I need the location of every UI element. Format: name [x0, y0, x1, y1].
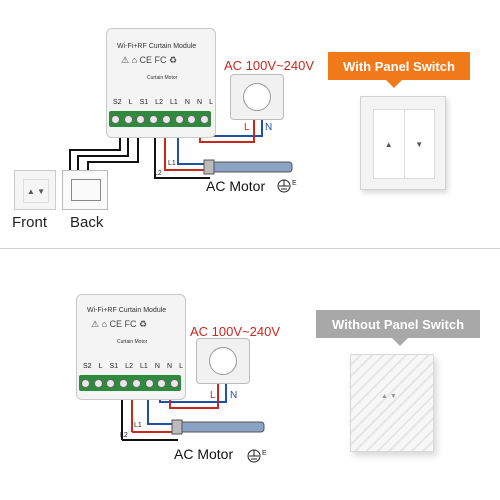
earth-label: E: [262, 450, 267, 457]
wire-l2: [154, 128, 210, 179]
motor-tube-b: [179, 421, 265, 433]
wire-label-l1: L1: [134, 422, 142, 429]
module-symbols: ⚠ ⌂ CE FC ♻: [121, 55, 178, 65]
back-label: Back: [70, 214, 104, 231]
module-sub: Curtain Motor: [117, 339, 148, 345]
power-socket: [196, 338, 250, 384]
top-wiring: [69, 110, 293, 193]
badge-arrow: [392, 338, 408, 346]
bottom-section: Wi-Fi+RF Curtain Module ⚠ ⌂ CE FC ♻ Curt…: [0, 250, 500, 500]
panel-switch: ▲ ▼: [360, 96, 446, 190]
without-panel-switch-badge: Without Panel Switch: [316, 310, 480, 338]
module-symbols: ⚠ ⌂ CE FC ♻: [91, 319, 148, 329]
wire-n-motor: [177, 128, 210, 165]
wire-label-l1: L1: [168, 160, 176, 167]
wire-n-motor-b: [147, 390, 178, 425]
switch-arrows: ▲ ▼: [381, 393, 397, 400]
curtain-module: Wi-Fi+RF Curtain Module ⚠ ⌂ CE FC ♻ Curt…: [106, 28, 216, 138]
terminal-strip: [109, 111, 211, 127]
module-sub: Curtain Motor: [147, 75, 178, 81]
motor-label: AC Motor: [174, 446, 234, 462]
terminal-labels: S2 L S1 L2 L1 N N L: [113, 99, 213, 106]
earth-icon: [277, 179, 291, 193]
motor-head-b: [171, 419, 183, 435]
wire-label-l: L: [210, 390, 216, 401]
ac-voltage-label: AC 100V~240V: [190, 324, 280, 339]
wire-l1: [164, 128, 210, 171]
earth-label: E: [292, 180, 297, 187]
curtain-module: Wi-Fi+RF Curtain Module ⚠ ⌂ CE FC ♻ Curt…: [76, 294, 186, 400]
terminal-strip: [79, 375, 181, 391]
ac-voltage-label: AC 100V~240V: [224, 58, 314, 73]
earth-icon: [247, 449, 261, 463]
wire-label-l2: L2: [120, 432, 128, 439]
front-switch: ▲ ▼: [14, 170, 56, 210]
power-socket: [230, 74, 284, 120]
wireless-panel-switch: ▲ ▼: [350, 354, 434, 452]
with-panel-switch-badge: With Panel Switch: [328, 52, 470, 80]
module-title: Wi-Fi+RF Curtain Module: [117, 43, 197, 50]
wire-label-l: L: [244, 122, 250, 133]
badge-arrow: [386, 80, 402, 88]
top-section: Wi-Fi+RF Curtain Module ⚠ ⌂ CE FC ♻ Curt…: [0, 0, 500, 248]
motor-tube: [211, 161, 293, 173]
terminal-labels: S2 L S1 L2 L1 N N L: [83, 363, 183, 370]
module-title: Wi-Fi+RF Curtain Module: [87, 307, 167, 314]
wire-label-l2: L2: [154, 170, 162, 177]
back-switch: [62, 170, 108, 210]
front-label: Front: [12, 214, 48, 231]
wire-label-n: N: [265, 122, 273, 133]
section-divider: [0, 248, 500, 249]
motor-head: [203, 159, 215, 175]
motor-label: AC Motor: [206, 178, 266, 194]
wire-label-n: N: [230, 390, 238, 401]
